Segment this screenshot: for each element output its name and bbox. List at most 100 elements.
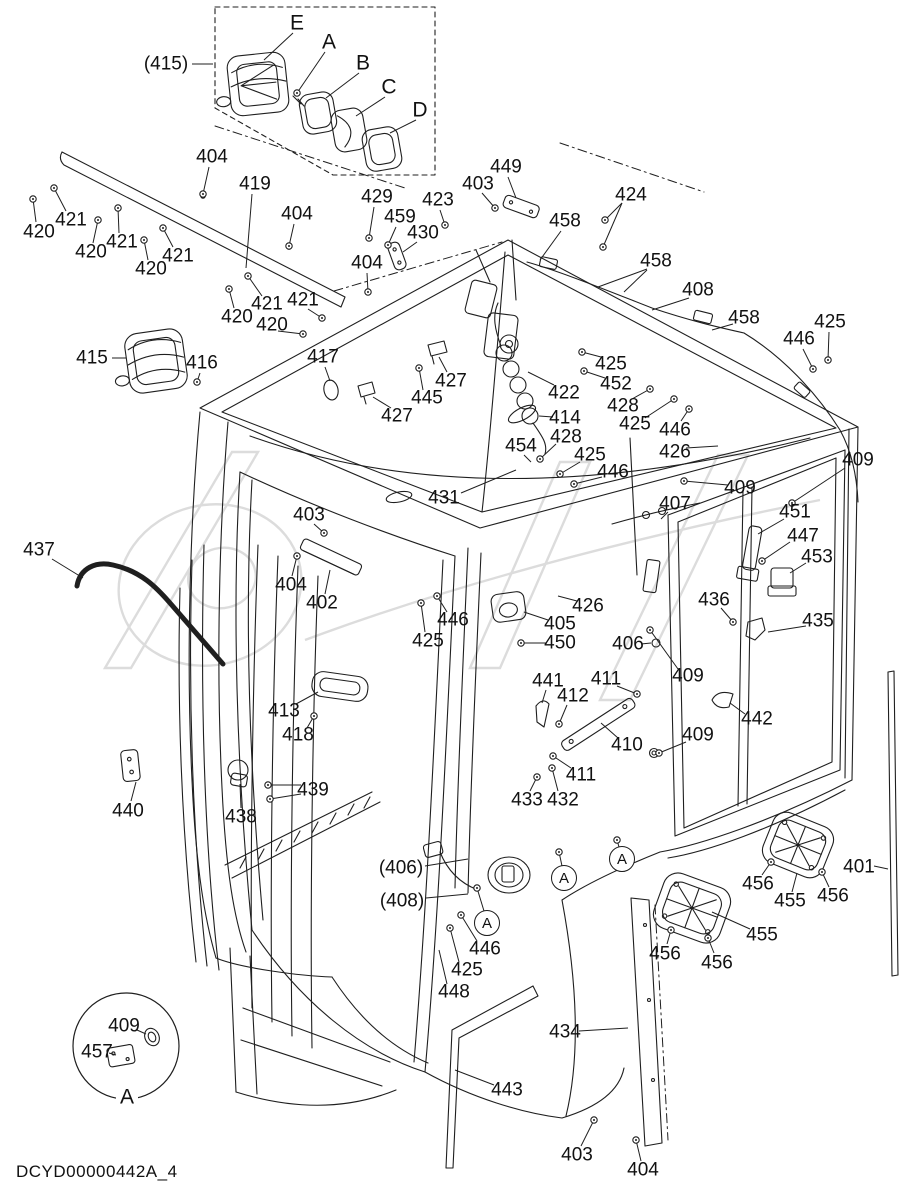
- callout-415: 415: [76, 347, 108, 369]
- lamp-gasket-inset: [298, 91, 338, 135]
- callout-406: 406: [612, 633, 644, 655]
- callout-428: 428: [550, 426, 582, 448]
- callout-440: 440: [112, 800, 144, 822]
- callout-427: 427: [435, 370, 467, 392]
- callout-413: 413: [268, 700, 300, 722]
- callout-420: 420: [221, 306, 253, 328]
- callout-433: 433: [511, 789, 543, 811]
- callout-427: 427: [381, 405, 413, 427]
- callout-407: 407: [659, 493, 691, 515]
- callout-449: 449: [490, 156, 522, 178]
- callout-432: 432: [547, 789, 579, 811]
- callout-425: 425: [814, 311, 846, 333]
- callout-458: 458: [728, 307, 760, 329]
- callout-420: 420: [75, 241, 107, 263]
- callout-428: 428: [607, 395, 639, 417]
- callout-406: (406): [378, 857, 424, 879]
- callout-448: 448: [438, 981, 470, 1003]
- callout-414: 414: [549, 407, 581, 429]
- callout-411: 411: [590, 668, 622, 690]
- lamp-lens-inset: [330, 107, 368, 153]
- callout-442: 442: [741, 708, 773, 730]
- callout-B: B: [355, 51, 371, 75]
- callout-E: E: [289, 11, 305, 35]
- callout-403: 403: [462, 173, 494, 195]
- callout-D: D: [412, 98, 428, 122]
- callout-A: A: [609, 846, 635, 872]
- callout-409: 409: [724, 477, 756, 499]
- callout-420: 420: [23, 221, 55, 243]
- callout-410: 410: [611, 734, 643, 756]
- callout-455: 455: [774, 890, 806, 912]
- callout-417: 417: [307, 346, 339, 368]
- callout-409: 409: [842, 449, 874, 471]
- callout-419: 419: [239, 173, 271, 195]
- callout-459: 459: [384, 206, 416, 228]
- callout-A: A: [321, 30, 337, 54]
- callout-453: 453: [801, 546, 833, 568]
- callout-443: 443: [491, 1079, 523, 1101]
- callout-458: 458: [640, 250, 672, 272]
- callout-403: 403: [561, 1144, 593, 1166]
- fastener-glyphs: [29, 89, 832, 1144]
- callout-456: 456: [742, 873, 774, 895]
- callout-401: 401: [843, 856, 875, 878]
- diagram-artwork: [59, 6, 899, 1169]
- callout-403: 403: [293, 504, 325, 526]
- callout-A: A: [551, 865, 577, 891]
- callout-404: 404: [627, 1159, 659, 1181]
- callout-409: 409: [672, 665, 704, 687]
- callout-447: 447: [787, 525, 819, 547]
- callout-431: 431: [428, 487, 460, 509]
- callout-430: 430: [407, 222, 439, 244]
- callout-421: 421: [106, 231, 138, 253]
- callout-426: 426: [659, 441, 691, 463]
- callout-452: 452: [600, 373, 632, 395]
- speaker-grille-upper: [761, 811, 835, 879]
- callout-439: 439: [297, 779, 329, 801]
- callout-436: 436: [698, 589, 730, 611]
- callout-451: 451: [779, 501, 811, 523]
- callout-438: 438: [225, 806, 257, 828]
- callout-405: 405: [544, 613, 576, 635]
- callout-435: 435: [802, 610, 834, 632]
- callout-434: 434: [549, 1021, 581, 1043]
- callout-455: 455: [746, 924, 778, 946]
- callout-425: 425: [619, 413, 651, 435]
- callout-446: 446: [469, 938, 501, 960]
- callout-446: 446: [783, 328, 815, 350]
- callout-425: 425: [595, 353, 627, 375]
- lamp-housing-inset: [216, 51, 290, 117]
- callout-425: 425: [412, 630, 444, 652]
- callout-420: 420: [256, 314, 288, 336]
- callout-402: 402: [306, 592, 338, 614]
- callout-423: 423: [422, 189, 454, 211]
- callout-416: 416: [186, 352, 218, 374]
- callout-404: 404: [196, 146, 228, 168]
- callout-422: 422: [548, 382, 580, 404]
- callout-A: A: [115, 1086, 139, 1108]
- callout-446: 446: [597, 461, 629, 483]
- callout-441: 441: [532, 670, 564, 692]
- callout-445: 445: [411, 387, 443, 409]
- callout-425: 425: [574, 444, 606, 466]
- callout-458: 458: [549, 210, 581, 232]
- callout-456: 456: [701, 952, 733, 974]
- callout-456: 456: [817, 885, 849, 907]
- callout-408: 408: [682, 279, 714, 301]
- callout-C: C: [381, 75, 397, 99]
- callout-450: 450: [544, 632, 576, 654]
- callout-457: 457: [81, 1041, 113, 1063]
- callout-421: 421: [162, 245, 194, 267]
- callout-421: 421: [55, 209, 87, 231]
- callout-424: 424: [615, 184, 647, 206]
- callout-411: 411: [565, 764, 597, 786]
- speaker-grille-lower: [652, 872, 732, 944]
- callout-420: 420: [135, 258, 167, 280]
- callout-456: 456: [649, 943, 681, 965]
- doc-code: DCYD00000442A_4: [16, 1162, 178, 1181]
- callout-446: 446: [437, 609, 469, 631]
- callout-404: 404: [351, 252, 383, 274]
